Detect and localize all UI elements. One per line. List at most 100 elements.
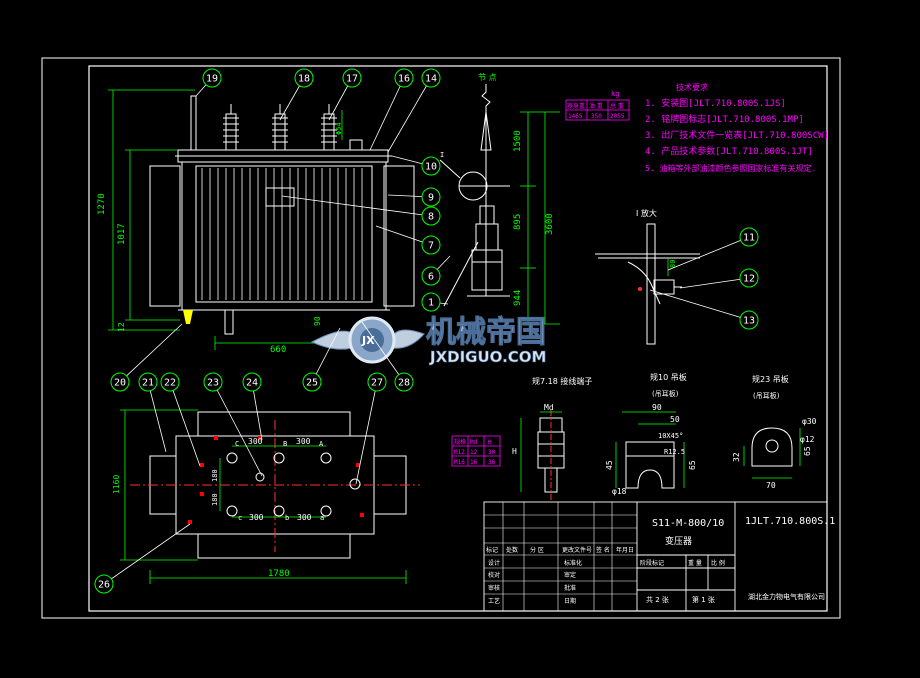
tt-r1c1: 12 (470, 449, 478, 456)
weight-v0: 1465 (568, 113, 583, 120)
right-radiator (383, 165, 415, 307)
dim-12: 12 (117, 322, 126, 332)
leader-line (147, 381, 167, 453)
tb-role2: 审核 (488, 584, 500, 592)
dim-phi12: φ12 (800, 435, 815, 444)
dim-90-b: 90 (652, 403, 662, 412)
nameplate (265, 187, 295, 207)
balloon-circle (421, 68, 441, 88)
tb-role3: 工艺 (488, 597, 500, 605)
balloon-b28: 28 (398, 378, 410, 389)
balloon-leaders (103, 77, 750, 585)
dim-1017: 1017 (117, 223, 127, 245)
balloon-b1: 1 (428, 298, 434, 309)
balloon-b13: 13 (743, 316, 755, 327)
tt-r0c0: 规格 (454, 438, 466, 446)
enlarge-mark: I (440, 151, 444, 159)
tt-r2c1: 16 (470, 459, 478, 466)
detail-b-sub: (吊耳板) (652, 389, 679, 398)
tech-note-1: 1. 安装图[JLT.710.800S.1JS] (645, 97, 786, 109)
balloon-b12: 12 (743, 274, 755, 285)
dim-phi18: φ18 (612, 487, 627, 496)
tb-scale: 比 例 (711, 559, 725, 567)
tb-name: 变压器 (665, 535, 692, 547)
leader-line (281, 195, 432, 217)
dim-300-a: 300 (248, 437, 263, 446)
tb-sheets-total: 共 2 张 (646, 595, 669, 604)
watermark-cn: 机械帝国 (426, 315, 546, 350)
terminal-table (451, 435, 501, 467)
bushing-sheds (223, 117, 337, 143)
tb-stage: 阶段标记 (640, 559, 664, 567)
tb-weight: 重 量 (688, 559, 702, 567)
balloon-circle (294, 68, 314, 88)
tb-h3: 更改文件号 (562, 546, 592, 554)
weight-h0: 器身重 (567, 102, 585, 110)
terminal-detail (537, 410, 565, 500)
dim-895: 895 (513, 214, 523, 230)
side-top-label: 节 点 (478, 73, 497, 82)
balloon-circle (421, 187, 441, 207)
balloon-circle (421, 206, 441, 226)
balloon-b6: 6 (428, 272, 434, 283)
tb-role2-1: 审定 (564, 571, 576, 579)
balloon-circle (367, 372, 387, 392)
lifting-rod (190, 95, 197, 151)
tb-h1: 处数 (506, 546, 518, 554)
weight-h1: 油 重 (589, 102, 603, 110)
balloon-b19: 19 (206, 74, 218, 85)
leader-line (369, 77, 405, 151)
tb-role0: 设计 (488, 559, 500, 567)
leader-line (387, 77, 432, 153)
tb-h5: 年月日 (616, 546, 634, 554)
dim-944: 944 (513, 290, 523, 306)
leader-line (375, 225, 432, 246)
front-view (108, 89, 415, 350)
dim-1160: 1160 (112, 475, 121, 494)
balloon-circle (421, 292, 441, 312)
watermark (310, 316, 425, 364)
detail-c-sub: (吊耳板) (753, 391, 780, 400)
tank-body (181, 161, 387, 311)
leader-line (667, 236, 750, 271)
tech-note-5: 5. 油箱等外部油漆颜色参照国家标准有关规定. (645, 163, 816, 173)
balloon-circle (242, 372, 262, 392)
leader-line (649, 289, 750, 321)
lifting-plate-detail (625, 441, 675, 489)
balloon-circle (739, 227, 759, 247)
balloon-b8: 8 (428, 212, 434, 223)
balloon-circle (302, 372, 322, 392)
watermark-badge: JX (361, 334, 375, 347)
dim-phi30: φ30 (802, 417, 817, 426)
tb-company: 湖北金力物电气有限公司 (748, 592, 825, 601)
balloon-b18: 18 (298, 74, 310, 85)
tb-h2: 分 区 (530, 546, 544, 554)
balloon-circle (739, 268, 759, 288)
balloon-b11: 11 (743, 233, 755, 244)
watermark-en: JXDIGUO.COM (429, 348, 546, 366)
dim-180-b: 180 (211, 493, 219, 506)
tb-role2-0: 标准化 (564, 559, 582, 567)
tt-r2c2: 36 (488, 459, 496, 466)
dim-1780: 1780 (268, 569, 290, 579)
balloon-b9: 9 (428, 193, 434, 204)
balloon-b23: 23 (207, 378, 219, 389)
dim-70: 70 (766, 481, 776, 490)
detail-b-title: 规10 吊板 (650, 372, 687, 382)
balloon-circle (202, 68, 222, 88)
plan-view (120, 409, 420, 584)
tech-note-3: 3. 出厂技术文件一览表[JLT.710.800SCW] (645, 129, 829, 141)
plan-markers (188, 436, 364, 524)
dim-H: H (512, 447, 517, 456)
weight-unit: kg (611, 90, 619, 98)
outer-frame (41, 57, 841, 619)
leader-line (311, 327, 341, 383)
phase-c: c (238, 514, 242, 522)
dim-65-c: 65 (803, 446, 812, 456)
leader-line (169, 381, 201, 467)
i-enlarged-detail (595, 223, 700, 345)
weight-table (565, 99, 630, 121)
base-hatch (183, 310, 193, 324)
